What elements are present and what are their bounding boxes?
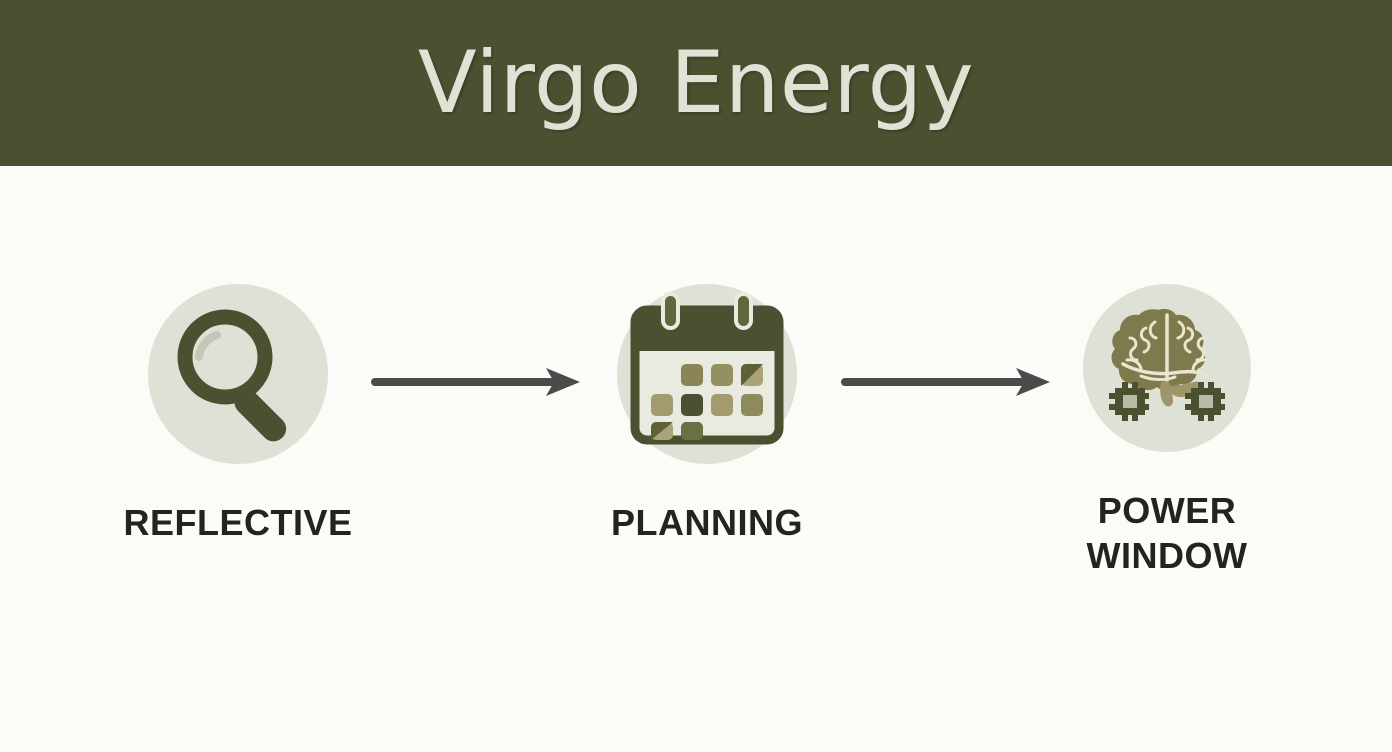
microchip-icon-right bbox=[1185, 382, 1225, 421]
calendar-icon bbox=[630, 292, 784, 445]
flow-step-planning: PLANNING bbox=[557, 284, 857, 545]
arrow-right-icon bbox=[841, 368, 1050, 396]
flow-step-label-planning: PLANNING bbox=[611, 502, 803, 543]
icon-circle-reflective bbox=[148, 284, 328, 464]
header-banner: Virgo Energy bbox=[0, 0, 1392, 166]
microchip-icon-left bbox=[1109, 382, 1149, 421]
flow-step-power-window: POWER WINDOW bbox=[1017, 284, 1317, 578]
brain-chip-icon bbox=[1109, 308, 1225, 421]
page-title: Virgo Energy bbox=[417, 33, 975, 133]
flow-step-label-reflective: REFLECTIVE bbox=[123, 502, 353, 543]
flow-step-label-power-window: POWER WINDOW bbox=[1086, 490, 1248, 576]
flow-connector-2 bbox=[840, 366, 1056, 398]
flow-step-reflective: REFLECTIVE bbox=[88, 284, 388, 545]
flow-connector-1 bbox=[370, 366, 586, 398]
icon-circle-power-window bbox=[1083, 284, 1251, 452]
magnifying-glass-icon bbox=[177, 309, 287, 442]
flow-diagram: REFLECTIVE bbox=[0, 166, 1392, 752]
icon-circle-planning bbox=[617, 284, 797, 464]
arrow-right-icon bbox=[371, 368, 580, 396]
